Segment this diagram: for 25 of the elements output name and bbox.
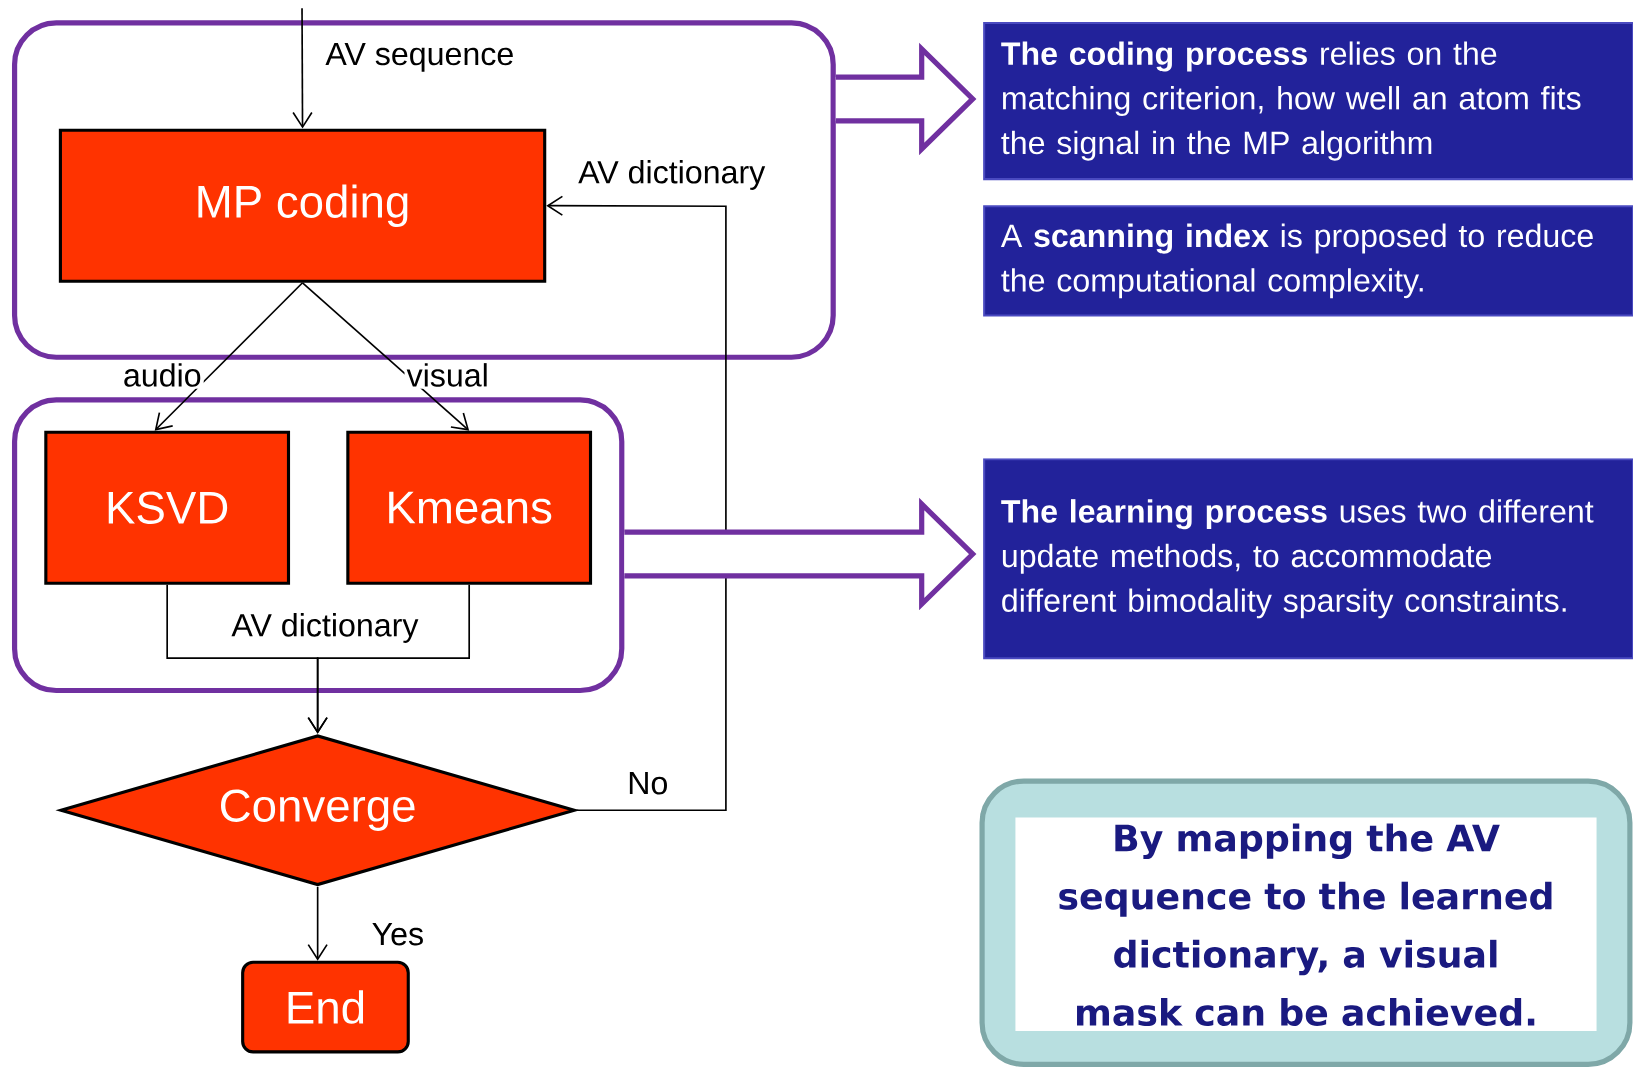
arrow <box>301 281 470 431</box>
process-box: KSVD <box>44 430 291 585</box>
edge-label: audio <box>120 360 204 389</box>
callout-box: The coding process relies on the matching criterion, how well an atom fits the signal in the MP algorithm <box>983 21 1633 180</box>
edge-label: visual <box>404 360 491 389</box>
edge-label: Yes <box>369 920 427 948</box>
arrow <box>154 281 304 431</box>
note-box: By mapping the AV sequence to the learned dictionary, a visual mask can be achieved. <box>979 778 1633 1067</box>
edge-label: AV sequence <box>323 40 517 74</box>
callout-box: The learning process uses two different update methods, to accommodate different bimodality sparsity constraints. <box>983 458 1633 659</box>
process-box: MP coding <box>58 128 547 283</box>
arrow <box>292 7 313 129</box>
process-box: Kmeans <box>346 430 593 585</box>
arrow <box>307 885 328 961</box>
group-frame <box>11 20 836 360</box>
text-label: AV dictionary <box>578 159 766 190</box>
edge-label: AV dictionary <box>229 610 421 645</box>
arrow <box>307 583 470 734</box>
arrow <box>546 195 727 811</box>
block-arrow <box>621 497 977 610</box>
edge-label: No <box>625 769 671 797</box>
block-arrow <box>833 42 977 155</box>
group-frame <box>11 397 625 693</box>
terminal-box: End <box>241 960 410 1054</box>
callout-box: A scanning index is proposed to reduce the computational complexity. <box>983 204 1633 317</box>
